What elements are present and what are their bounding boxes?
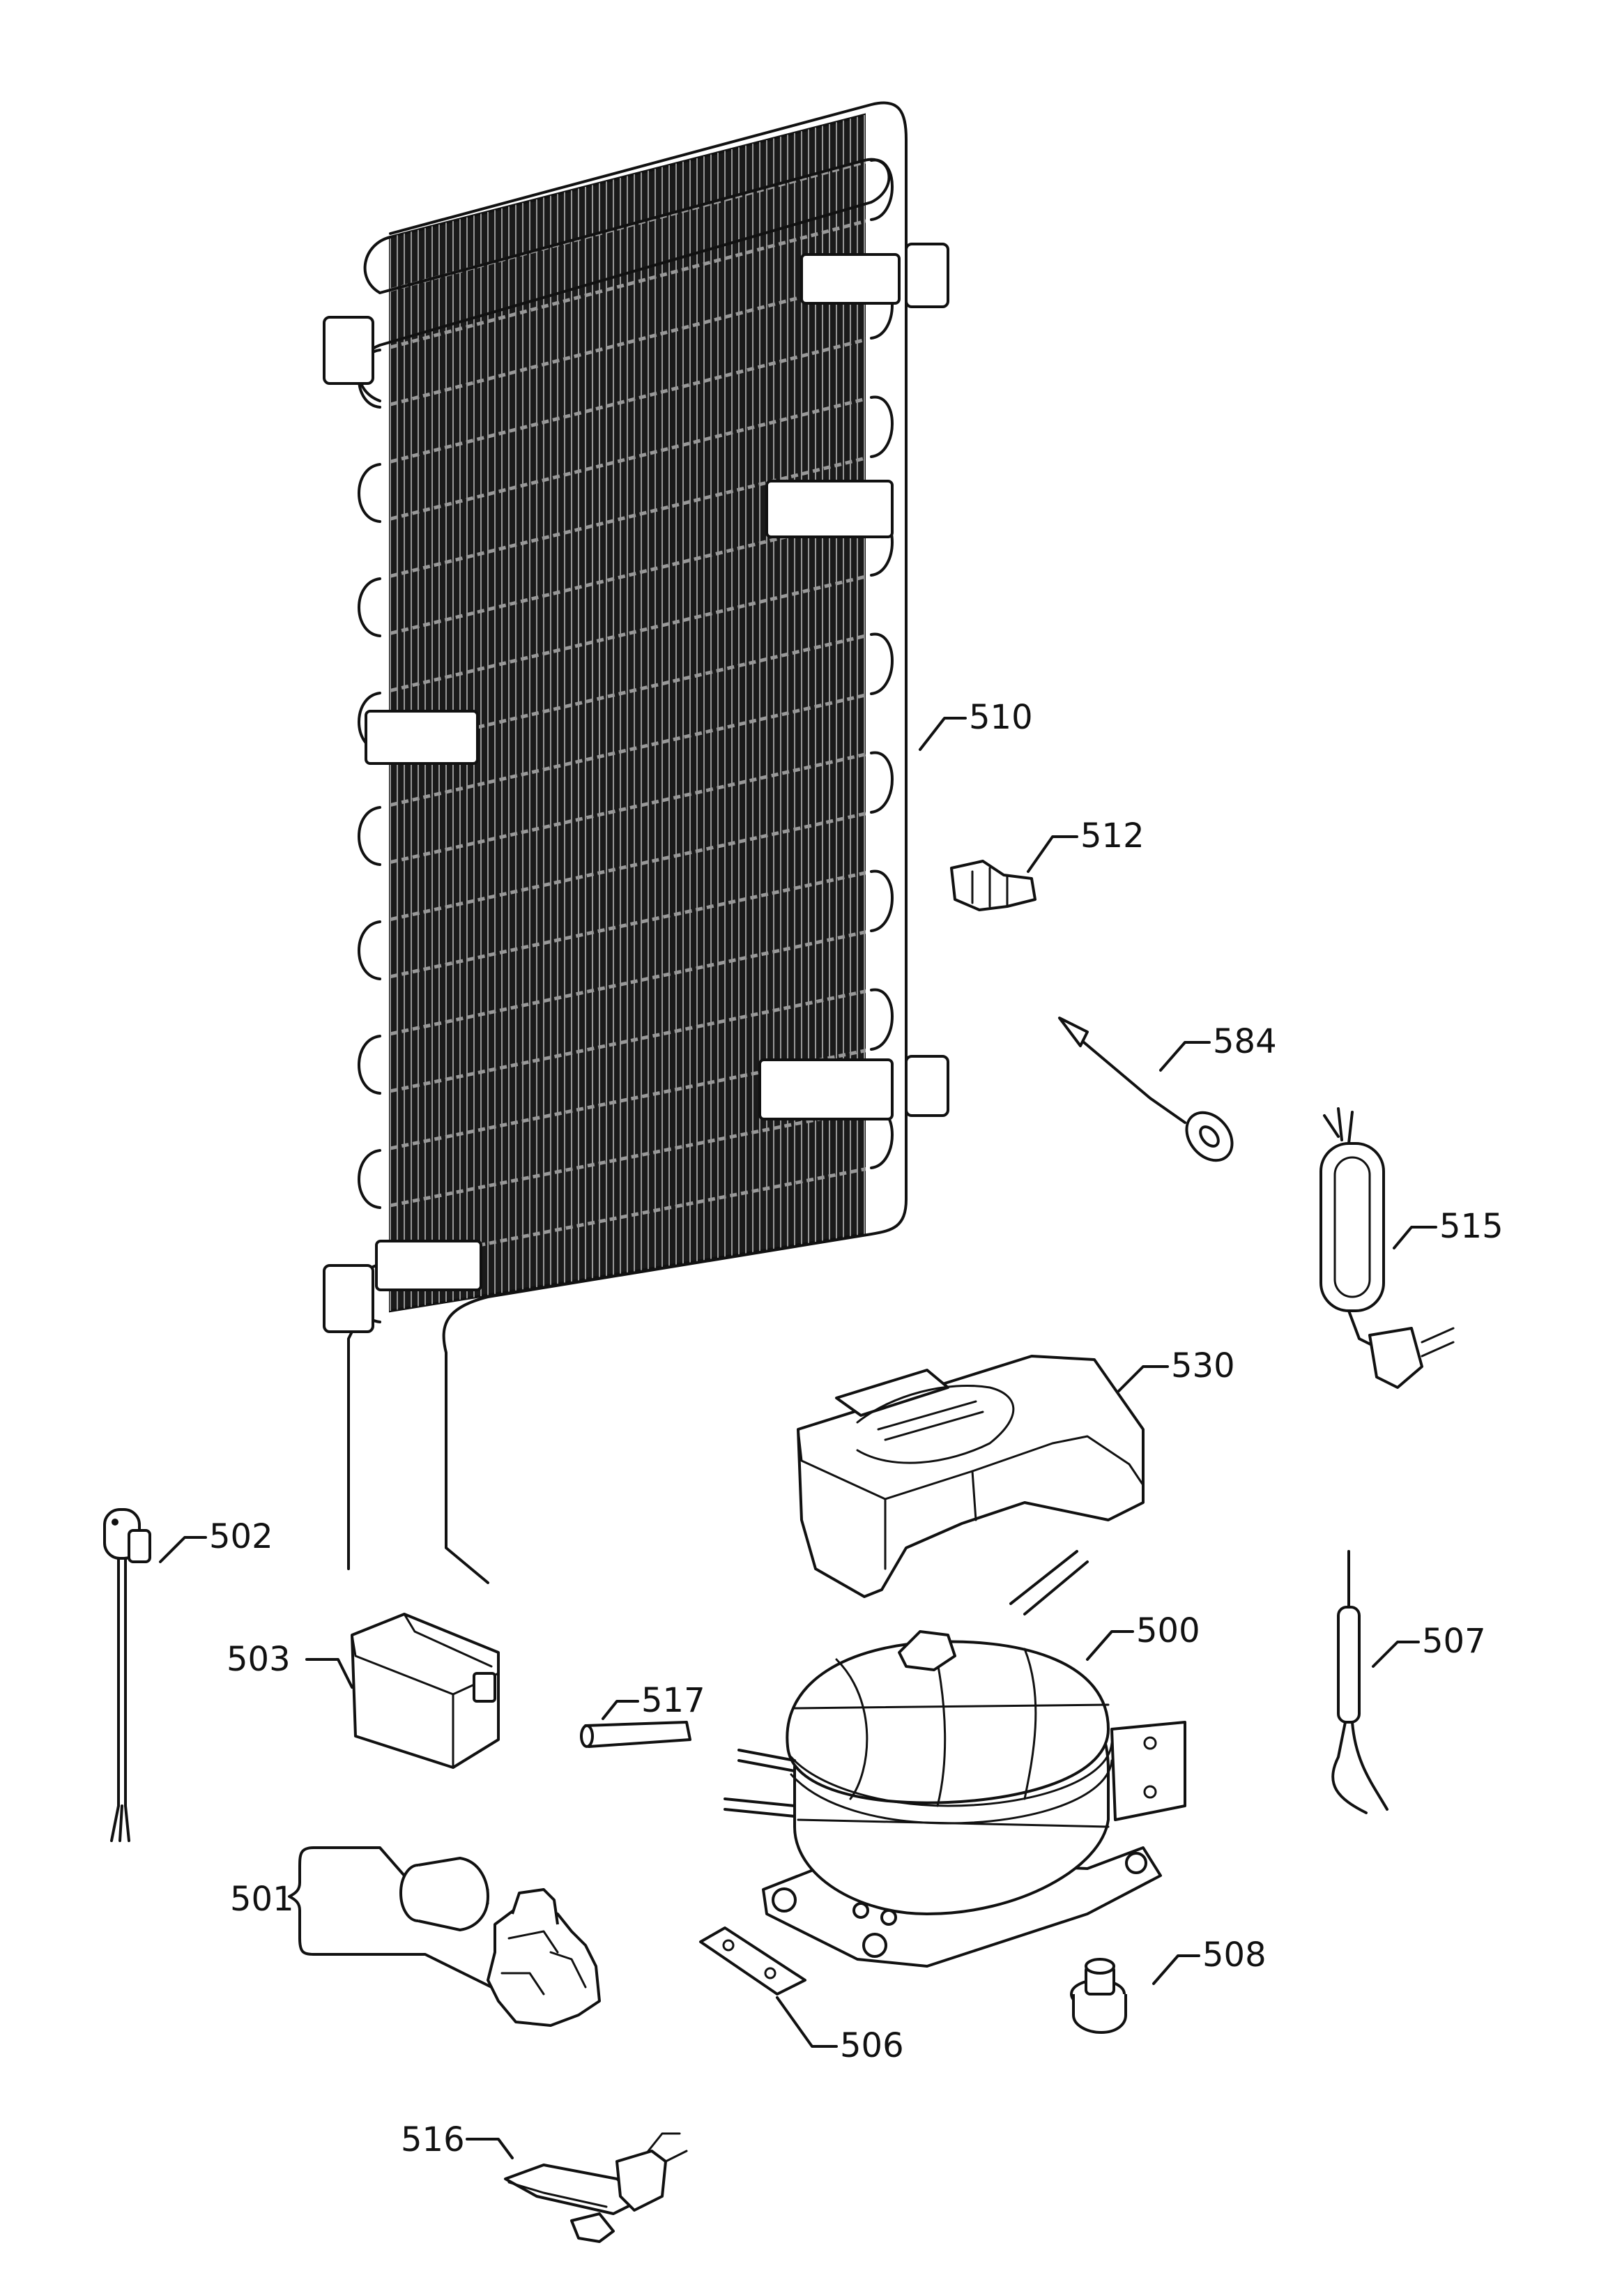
leader-516 xyxy=(466,2138,514,2159)
leader-506 xyxy=(776,1996,838,2048)
part-512-clip xyxy=(950,860,1036,911)
part-516-bracket xyxy=(504,2132,688,2243)
callout-512: 512 xyxy=(1080,816,1145,856)
callout-507: 507 xyxy=(1422,1622,1486,1661)
callout-516: 516 xyxy=(401,2120,465,2159)
callout-501: 501 xyxy=(230,1880,294,1919)
leader-517 xyxy=(602,1700,639,1720)
callout-515: 515 xyxy=(1439,1207,1504,1246)
leader-507 xyxy=(1372,1641,1420,1668)
leader-501-b xyxy=(312,1953,493,1989)
leader-584 xyxy=(1159,1041,1211,1072)
part-502-relay xyxy=(103,1508,151,1842)
callout-530: 530 xyxy=(1171,1346,1235,1385)
callout-584: 584 xyxy=(1213,1022,1277,1061)
leader-515 xyxy=(1393,1226,1437,1249)
part-506-pad xyxy=(699,1926,806,1995)
callout-506: 506 xyxy=(840,2026,904,2065)
leader-lines xyxy=(159,717,1437,2159)
part-584-probe xyxy=(1058,1017,1234,1162)
callout-508: 508 xyxy=(1202,1936,1267,1975)
part-515-heater xyxy=(1319,1107,1455,1389)
part-530-tray xyxy=(797,1355,1145,1598)
leader-530 xyxy=(1117,1365,1169,1392)
leader-512 xyxy=(1027,835,1078,873)
leader-500 xyxy=(1086,1630,1134,1661)
callout-labels: 510 512 584 515 530 502 503 517 500 507 … xyxy=(209,698,1504,2159)
callout-517: 517 xyxy=(641,1681,705,1720)
leader-501-a xyxy=(312,1846,406,1877)
callout-503: 503 xyxy=(227,1640,291,1679)
callout-500: 500 xyxy=(1136,1611,1200,1650)
callout-510: 510 xyxy=(969,698,1033,737)
part-condenser xyxy=(323,101,949,1584)
part-517-tube xyxy=(580,1721,691,1748)
leader-502 xyxy=(159,1536,207,1563)
leader-508 xyxy=(1152,1954,1200,1985)
part-507-drier xyxy=(1331,1550,1388,1814)
part-500-compressor xyxy=(724,1550,1186,1968)
leader-510 xyxy=(919,717,967,751)
part-501-starter xyxy=(399,1857,601,2027)
part-503-cover xyxy=(351,1613,500,1769)
leader-503 xyxy=(305,1658,353,1689)
brace-501 xyxy=(288,1846,315,1956)
callout-502: 502 xyxy=(209,1517,273,1556)
part-508-grommet xyxy=(1070,1958,1127,2034)
